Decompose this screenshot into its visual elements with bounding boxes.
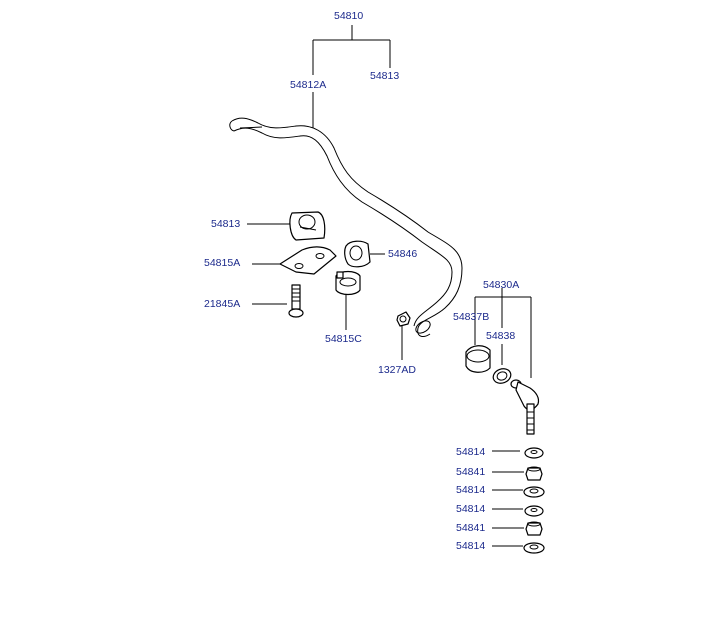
callout-washer-3[interactable]: 54814: [456, 503, 486, 515]
bushing-b-drawing: [335, 270, 361, 296]
callout-spacer-2[interactable]: 54841: [456, 522, 486, 534]
callout-spacer-1[interactable]: 54841: [456, 466, 486, 478]
callout-top-bushing[interactable]: 54813: [370, 70, 400, 82]
callout-stabilizer-assy[interactable]: 54810: [334, 10, 364, 22]
bolt-drawing: [288, 284, 304, 318]
callout-boot[interactable]: 54837B: [453, 311, 490, 323]
callout-washer-1[interactable]: 54814: [456, 446, 486, 458]
callout-bushing-b[interactable]: 54815C: [325, 333, 362, 345]
ring-drawing: [492, 368, 512, 384]
leader-lines: [247, 25, 532, 547]
link-drawing: [510, 379, 540, 435]
callout-stabilizer-bar[interactable]: 54812A: [290, 79, 327, 91]
callout-bushing-c[interactable]: 54846: [388, 248, 418, 260]
callout-clamp-bushing[interactable]: 54813: [211, 218, 241, 230]
bracket-drawing: [279, 246, 337, 275]
callout-washer-4[interactable]: 54814: [456, 540, 486, 552]
callout-bolt[interactable]: 21845A: [204, 298, 241, 310]
bushing-c-drawing: [344, 240, 371, 268]
boot-drawing: [465, 345, 491, 373]
callout-link-assy[interactable]: 54830A: [483, 279, 520, 291]
callout-bracket[interactable]: 54815A: [204, 257, 241, 269]
callout-ring[interactable]: 54838: [486, 330, 516, 342]
callout-nut[interactable]: 1327AD: [378, 364, 416, 376]
stabilizer-bar-drawing: [229, 117, 463, 337]
bushing-drawing: [289, 211, 326, 241]
hardware-stack-drawing: [523, 447, 545, 554]
callout-washer-2[interactable]: 54814: [456, 484, 486, 496]
nut-drawing: [396, 311, 411, 327]
